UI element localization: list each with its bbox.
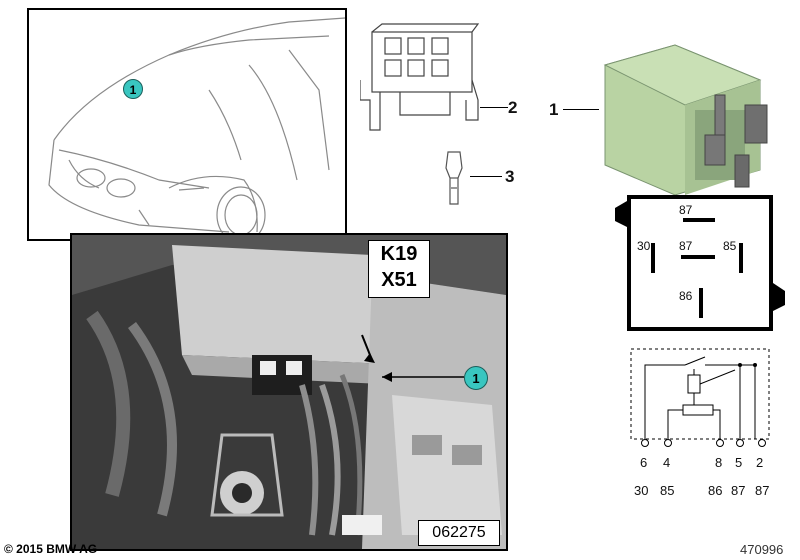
relay-socket-drawing [360,23,480,131]
installation-photo [72,235,506,549]
installation-photo-panel [70,233,508,551]
schematic-pin-2: 4 [663,455,671,470]
location-marker-photo: 1 [464,366,488,390]
schematic-terminal-2: 85 [660,483,675,498]
leader-line-1 [563,109,599,110]
relay-pin-left: 30 [637,239,651,253]
schematic-pin-3: 8 [715,455,723,470]
label-terminal: 3 [505,167,515,186]
relay-pin-right: 85 [723,239,737,253]
component-code-box: K19 X51 [368,240,430,298]
location-marker-car: 1 [123,79,143,99]
label-connector: 2 [508,98,518,117]
relay-pin-bottom: 86 [679,289,693,303]
schematic-terminal-3: 86 [708,483,723,498]
relay-photo [603,44,768,196]
terminal-drawing [445,151,463,205]
photo-reference-code: 062275 [418,520,500,546]
schematic-terminal-5: 87 [755,483,770,498]
relay-schematic [630,348,770,447]
diagram-id: 470996 [740,542,784,557]
schematic-pin-1: 6 [640,455,648,470]
relay-pinout-diagram [615,195,785,331]
schematic-terminal-1: 30 [634,483,649,498]
relay-pin-center: 87 [679,239,693,253]
component-code-k19: K19 [380,243,418,265]
schematic-pin-5: 2 [756,455,764,470]
leader-line-3 [470,176,502,177]
schematic-pin-4: 5 [735,455,743,470]
car-outline-drawing [48,17,346,244]
schematic-terminal-4: 87 [731,483,746,498]
copyright-notice: © 2015 BMW AG [4,542,98,556]
relay-pin-top: 87 [679,203,693,217]
component-code-x51: X51 [381,269,417,291]
label-relay: 1 [549,100,559,119]
vehicle-location-panel [27,8,347,244]
leader-line-2 [480,107,508,108]
